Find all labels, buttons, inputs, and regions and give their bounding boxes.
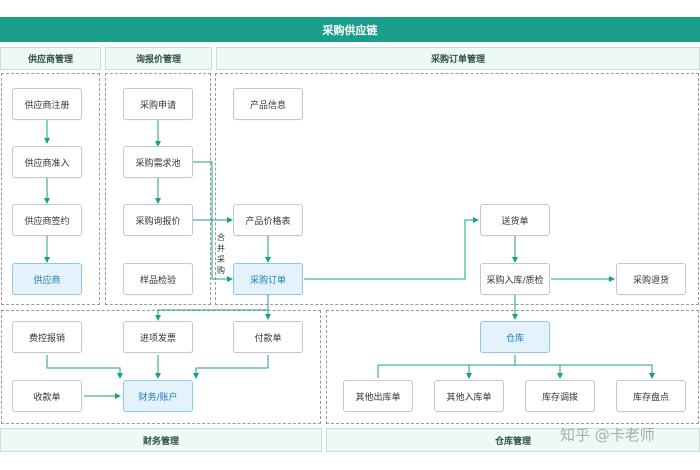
region-inquiry [105, 73, 211, 305]
node-input-invoice[interactable]: 进项发票 [123, 321, 193, 353]
diagram-title: 采购供应链 [0, 17, 700, 42]
node-expense-claim[interactable]: 费控报销 [12, 321, 82, 353]
region-purchase-order [215, 73, 699, 305]
node-price-list[interactable]: 产品价格表 [233, 204, 303, 236]
node-warehouse[interactable]: 仓库 [480, 321, 550, 353]
edge-wh-outbound [377, 364, 655, 379]
edge-expense-finance [46, 355, 123, 379]
watermark-text: 知乎 @卡老师 [560, 426, 655, 444]
node-purchase-order[interactable]: 采购订单 [233, 263, 303, 295]
section-footer-finance: 财务管理 [0, 428, 322, 452]
node-finance-account[interactable]: 财务/账户 [123, 380, 193, 412]
node-supplier-admit[interactable]: 供应商准入 [12, 146, 82, 178]
section-header-inquiry: 询报价管理 [105, 47, 212, 70]
node-inbound-qc[interactable]: 采购入库/质检 [480, 263, 550, 295]
node-other-outbound[interactable]: 其他出库单 [343, 380, 413, 412]
edge-order-finance [157, 295, 269, 319]
node-purchase-request[interactable]: 采购申请 [123, 88, 193, 120]
node-payment-note[interactable]: 付款单 [233, 321, 303, 353]
node-other-inbound[interactable]: 其他入库单 [434, 380, 504, 412]
region-warehouse [326, 310, 699, 424]
node-product-info[interactable]: 产品信息 [233, 88, 303, 120]
node-sample-check[interactable]: 样品检验 [123, 263, 193, 295]
node-stock-transfer[interactable]: 库存调拨 [525, 380, 595, 412]
node-supplier[interactable]: 供应商 [12, 263, 82, 295]
edge-order-delivery [304, 217, 479, 280]
node-purchase-return[interactable]: 采购退货 [616, 263, 686, 295]
node-stock-count[interactable]: 库存盘点 [616, 380, 686, 412]
node-demand-pool[interactable]: 采购需求池 [123, 146, 193, 178]
edge-pool-order-merge [193, 161, 233, 282]
edge-payment-finance [193, 355, 269, 379]
node-supplier-sign[interactable]: 供应商签约 [12, 204, 82, 236]
node-receipt-note[interactable]: 收款单 [12, 380, 82, 412]
section-header-supplier: 供应商管理 [0, 47, 101, 70]
node-purchase-quote[interactable]: 采购询报价 [123, 204, 193, 236]
node-supplier-register[interactable]: 供应商注册 [12, 88, 82, 120]
section-footer-warehouse: 仓库管理 [326, 428, 700, 452]
region-supplier [1, 73, 100, 305]
node-delivery-note[interactable]: 送货单 [480, 204, 550, 236]
merge-purchase-label: 合并采购 [217, 233, 225, 275]
